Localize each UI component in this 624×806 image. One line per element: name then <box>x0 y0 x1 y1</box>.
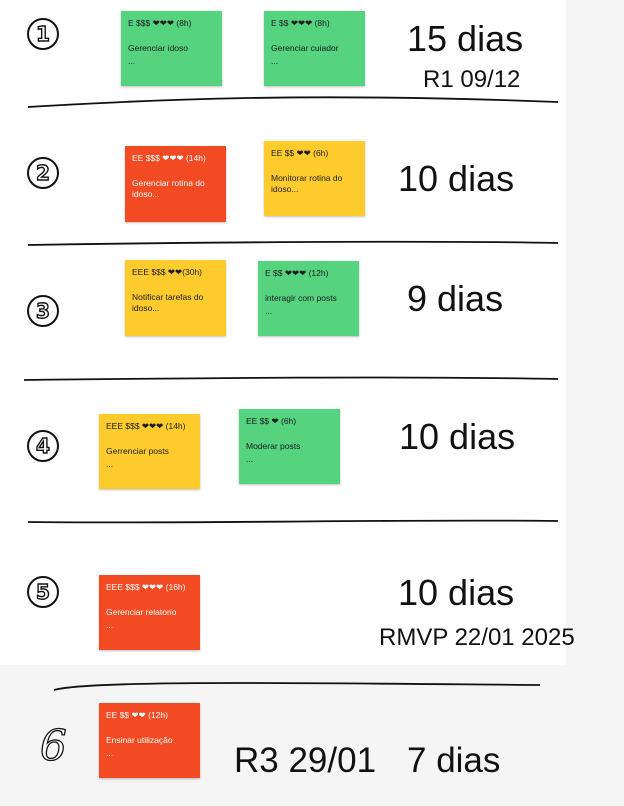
duration-label: 15 dias <box>407 18 524 59</box>
note-header: E $$ ❤❤❤ (8h) <box>271 18 330 28</box>
note-title: Gerenciar rotina do <box>132 178 205 189</box>
duration-label: 7 dias <box>407 741 501 780</box>
note-ellipsis: ... <box>106 459 114 470</box>
divider-2 <box>27 240 559 246</box>
note-title: Gerrenciar posts <box>106 446 169 457</box>
note-title: Ensinar utilização <box>106 735 173 746</box>
note-header: EE $$ ❤ (6h) <box>246 416 297 426</box>
step-3-number-icon: 3 <box>27 295 59 327</box>
divider-4 <box>27 519 559 524</box>
sticky-note[interactable]: EEE $$$ ❤❤❤ (14h) Gerrenciar posts ... <box>99 414 200 489</box>
note-header: E $$ ❤❤❤ (12h) <box>265 268 329 278</box>
sticky-note[interactable]: EEE $$$ ❤❤(30h) Notificar tarefas do ido… <box>125 260 226 336</box>
note-title-line-2: idoso... <box>132 189 160 200</box>
svg-text:4: 4 <box>36 434 50 458</box>
sticky-note[interactable]: E $$$ ❤❤❤ (8h) Gerenciar idoso ... <box>121 11 222 86</box>
step-1-number-icon: 1 <box>27 18 59 50</box>
note-ellipsis: ... <box>246 454 254 465</box>
sticky-note[interactable]: E $$ ❤❤❤ (8h) Gerenciar cuiador ... <box>264 11 365 86</box>
note-title-line-2: idoso... <box>271 184 299 195</box>
duration-label: 10 dias <box>399 416 516 457</box>
note-title: Gerenciar idoso <box>128 43 189 54</box>
release-label: R3 29/01 <box>234 741 377 780</box>
step-2-number-icon: 2 <box>27 157 59 189</box>
note-title: Monitorar rotina do <box>271 173 343 184</box>
note-header: EEE $$$ ❤❤❤ (14h) <box>106 421 186 431</box>
note-ellipsis: ... <box>265 306 273 317</box>
step-6-handwritten-number-icon: 6 <box>39 722 67 766</box>
sticky-note[interactable]: EEE $$$ ❤❤❤ (16h) Gerenciar relatorio ..… <box>99 575 200 650</box>
duration-label: 10 dias <box>398 572 515 613</box>
duration-label: 10 dias <box>398 158 515 199</box>
step-4-number-icon: 4 <box>27 430 59 462</box>
sticky-note[interactable]: EE $$ ❤❤ (6h) Monitorar rotina do idoso.… <box>264 141 365 216</box>
sticky-note[interactable]: EE $$ ❤ (6h) Moderar posts ... <box>239 409 340 484</box>
duration-label: 9 dias <box>407 278 504 319</box>
note-ellipsis: ... <box>271 56 279 67</box>
sticky-note[interactable]: E $$ ❤❤❤ (12h) interagir com posts ... <box>258 261 359 336</box>
note-title-line-2: idoso... <box>132 303 160 314</box>
note-header: EEE $$$ ❤❤(30h) <box>132 267 203 277</box>
note-title: Notificar tarefas do <box>132 292 204 303</box>
note-ellipsis: ... <box>128 56 136 67</box>
note-ellipsis: ... <box>106 748 114 759</box>
sticky-note[interactable]: EE $$ ❤❤ (12h) Ensinar utilização ... <box>99 703 200 778</box>
note-title: Gerenciar cuiador <box>271 43 339 54</box>
note-title: interagir com posts <box>265 293 337 304</box>
release-label: RMVP 22/01 2025 <box>379 624 575 651</box>
sticky-note[interactable]: EE $$$ ❤❤❤ (14h) Gerenciar rotina do ido… <box>125 146 226 222</box>
note-header: EE $$$ ❤❤❤ (14h) <box>132 153 206 163</box>
note-title: Gerenciar relatorio <box>106 607 177 618</box>
note-ellipsis: ... <box>106 620 114 631</box>
note-title: Moderar posts <box>246 441 301 452</box>
release-label: R1 09/12 <box>423 66 521 93</box>
note-header: EEE $$$ ❤❤❤ (16h) <box>106 582 186 592</box>
note-header: EE $$ ❤❤ (6h) <box>271 148 329 158</box>
svg-text:6: 6 <box>40 722 67 766</box>
svg-text:1: 1 <box>36 22 50 46</box>
svg-text:3: 3 <box>36 299 50 323</box>
step-5-number-icon: 5 <box>27 576 59 608</box>
divider-5 <box>53 682 541 691</box>
note-header: EE $$ ❤❤ (12h) <box>106 710 168 720</box>
divider-1 <box>27 96 559 108</box>
svg-text:5: 5 <box>36 580 50 604</box>
svg-text:2: 2 <box>36 161 50 185</box>
divider-3 <box>23 376 559 381</box>
note-header: E $$$ ❤❤❤ (8h) <box>128 18 192 28</box>
